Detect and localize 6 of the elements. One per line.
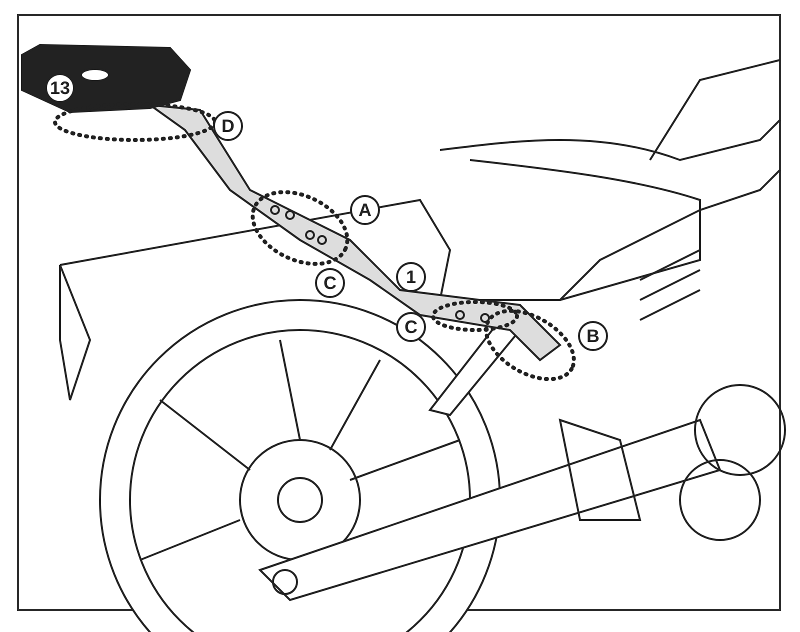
callout-label: C [315,268,345,298]
callout-label: B [578,321,608,351]
callout-label: 1 [396,262,426,292]
callout-label: C [396,312,426,342]
callout-label: A [350,195,380,225]
callout-label: D [213,111,243,141]
